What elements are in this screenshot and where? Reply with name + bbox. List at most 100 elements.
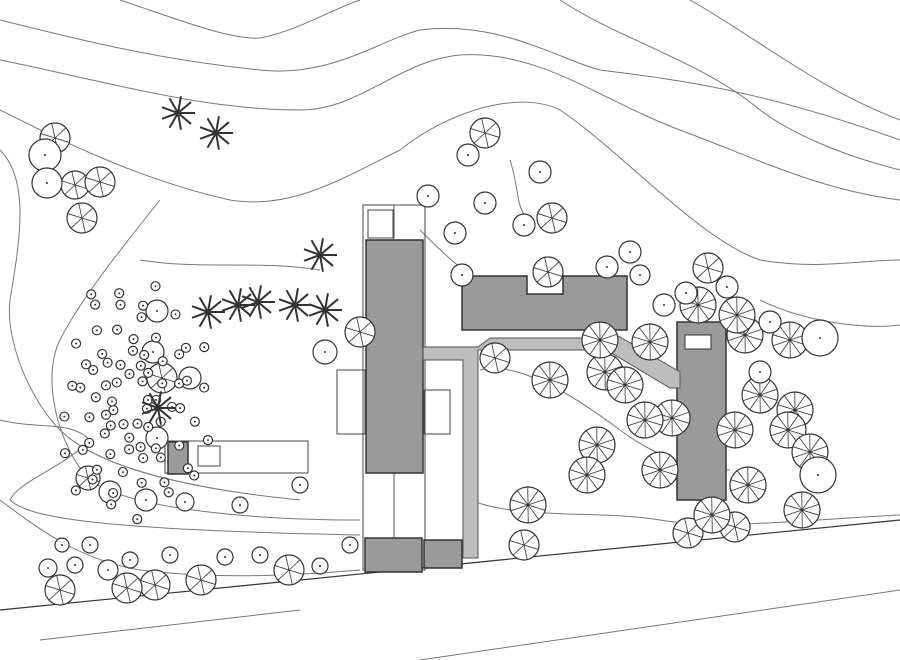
tree-plain-symbol	[59, 411, 70, 422]
tree-plain-symbol	[102, 357, 113, 368]
tree-plain-symbol	[77, 444, 88, 455]
tree-plain-symbol	[136, 312, 147, 323]
tree-canopy-symbol	[716, 411, 754, 449]
tree-canopy-symbol	[606, 366, 644, 404]
tree-plain-symbol	[473, 191, 497, 215]
tree-plain-symbol	[145, 299, 169, 323]
garage	[364, 537, 423, 573]
tree-plain-symbol	[70, 338, 82, 349]
tree-plain-symbol	[189, 416, 200, 427]
tree-canopy-symbol	[641, 451, 679, 489]
tree-plain-symbol	[174, 349, 185, 360]
tree-plain-symbol	[189, 470, 200, 481]
tree-spoke-symbol	[66, 202, 98, 234]
tree-plain-symbol	[291, 476, 309, 494]
palm-symbol	[161, 96, 195, 130]
tree-plain-symbol	[54, 537, 70, 553]
tree-plain-symbol	[100, 409, 112, 420]
tree-plain-symbol	[107, 487, 119, 499]
tree-plain-symbol	[118, 419, 129, 430]
tree-plain-symbol	[112, 324, 123, 335]
tree-plain-symbol	[90, 392, 101, 403]
tree-canopy-symbol	[653, 399, 691, 437]
main-house-east-wing	[423, 389, 451, 435]
tree-plain-symbol	[595, 255, 619, 279]
tree-canopy-symbol	[729, 466, 767, 504]
tree-plain-symbol	[105, 420, 116, 431]
tree-plain-symbol	[159, 477, 170, 488]
tree-canopy-symbol	[509, 486, 547, 524]
tree-plain-symbol	[161, 546, 179, 564]
tree-plain-symbol	[231, 496, 249, 514]
tree-plain-symbol	[528, 160, 552, 184]
tree-spoke-symbol	[44, 574, 76, 606]
tree-plain-symbol	[59, 448, 71, 459]
tree-plain-symbol	[38, 558, 58, 578]
tree-plain-symbol	[175, 492, 195, 512]
tree-plain-symbol	[163, 487, 174, 498]
tree-plain-symbol	[135, 441, 146, 453]
tree-plain-symbol	[86, 289, 97, 300]
palm-symbol	[221, 288, 255, 322]
carport	[423, 539, 463, 569]
tree-canopy-symbol	[578, 426, 616, 464]
tree-plain-symbol	[91, 325, 103, 336]
tree-plain-symbol	[174, 403, 186, 414]
tree-plain-symbol	[801, 319, 839, 357]
boardwalk	[422, 337, 601, 559]
tree-plain-symbol	[182, 463, 193, 474]
tree-plain-symbol	[748, 360, 772, 384]
tree-spoke-symbol	[273, 554, 305, 586]
tree-plain-symbol	[216, 548, 234, 566]
tree-plain-symbol	[456, 143, 480, 167]
tree-plain-symbol	[157, 378, 168, 389]
tree-plain-symbol	[251, 546, 269, 564]
tree-plain-symbol	[132, 514, 143, 525]
tree-plain-symbol	[106, 396, 118, 407]
tree-plain-symbol	[115, 299, 126, 310]
tree-canopy-symbol	[631, 323, 669, 361]
tree-plain-symbol	[150, 281, 161, 292]
tree-plain-symbol	[150, 332, 162, 343]
palm-symbol	[191, 295, 225, 329]
main-house-west-wing	[336, 369, 366, 435]
tree-plain-symbol	[97, 559, 119, 581]
tree-plain-symbol	[674, 281, 698, 305]
tree-plain-symbol	[97, 348, 108, 360]
tree-canopy-symbol	[581, 321, 619, 359]
tree-spoke-symbol	[536, 202, 568, 234]
tree-plain-symbol	[443, 221, 467, 245]
tree-spoke-symbol	[672, 517, 704, 549]
tree-plain-symbol	[799, 456, 837, 494]
tree-plain-symbol	[138, 452, 149, 464]
tree-spoke-symbol	[692, 252, 724, 284]
palm-symbol	[141, 391, 175, 425]
tree-plain-symbol	[121, 551, 139, 569]
tree-plain-symbol	[137, 376, 148, 387]
tree-plain-symbol	[174, 440, 185, 451]
tree-plain-symbol	[143, 367, 154, 378]
tree-plain-symbol	[115, 359, 126, 370]
tree-plain-symbol	[128, 334, 139, 345]
tree-plain-symbol	[114, 288, 125, 299]
tree-spoke-symbol	[469, 117, 501, 149]
tree-canopy-symbol	[718, 296, 756, 334]
tree-plain-symbol	[80, 359, 92, 370]
tree-plain-symbol	[99, 428, 110, 439]
tree-spoke-symbol	[479, 342, 511, 374]
tree-spoke-symbol	[111, 572, 143, 604]
tree-plain-symbol	[170, 309, 181, 320]
tree-plain-symbol	[150, 443, 161, 454]
palm-symbol	[308, 293, 342, 327]
tree-plain-symbol	[202, 435, 214, 446]
tree-plain-symbol	[91, 464, 103, 475]
tree-plain-symbol	[312, 339, 338, 365]
tree-plain-symbol	[84, 437, 95, 448]
tree-spoke-symbol	[719, 511, 751, 543]
tree-canopy-symbol	[783, 491, 821, 529]
tree-spoke-symbol	[146, 362, 178, 394]
tree-plain-symbol	[180, 342, 192, 353]
tree-plain-symbol	[136, 477, 147, 488]
tree-plain-symbol	[124, 368, 135, 380]
tree-plain-symbol	[132, 418, 143, 429]
